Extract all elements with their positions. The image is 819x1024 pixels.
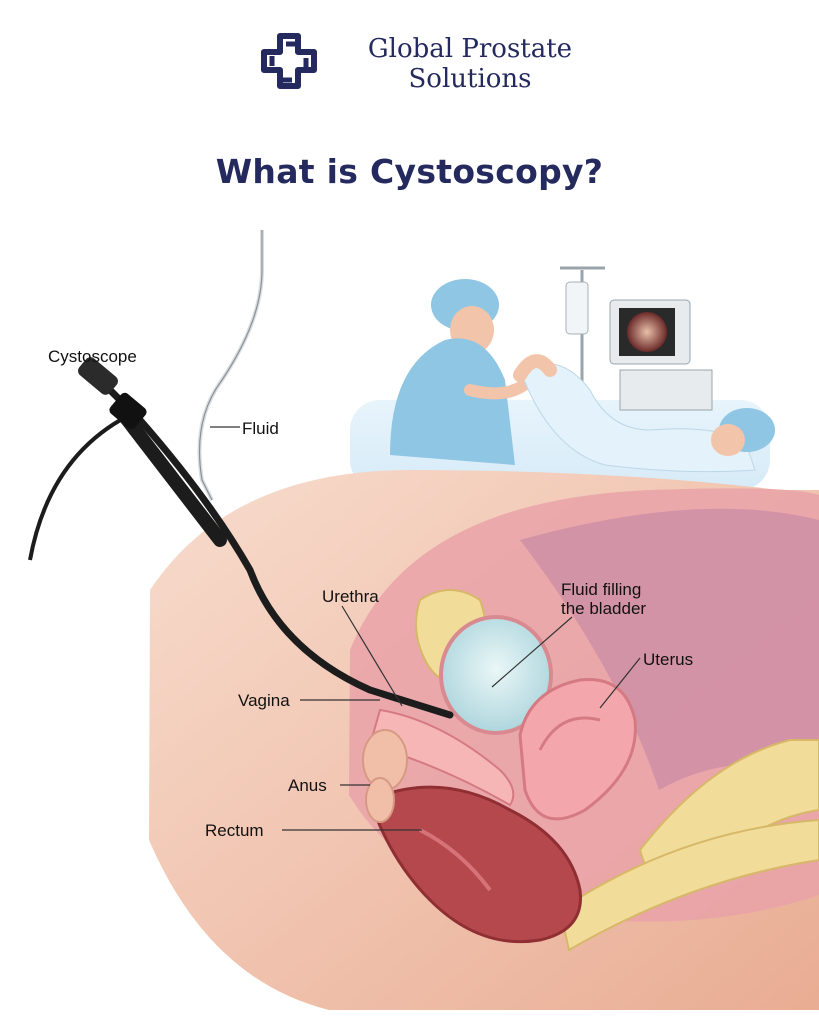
procedure-scene	[350, 266, 775, 490]
page-title: What is Cystoscopy?	[215, 152, 604, 191]
label-fluid-filling-line2: the bladder	[561, 599, 646, 618]
label-uterus: Uterus	[643, 650, 693, 669]
patient	[513, 354, 775, 473]
brand-name-line1: Global Prostate	[367, 34, 573, 64]
brand-name-line2: Solutions	[408, 64, 532, 94]
vagina	[368, 708, 515, 807]
surgeon	[390, 279, 536, 465]
label-fluid-filling-line1: Fluid filling	[561, 580, 641, 599]
label-urethra: Urethra	[322, 587, 379, 606]
cystoscopy-illustration: Cystoscope Fluid Urethra Fluid filling t…	[28, 230, 819, 1010]
pelvic-cross-section	[149, 470, 819, 1010]
label-vagina: Vagina	[238, 691, 290, 710]
brand-header: Global Prostate Solutions	[258, 30, 588, 100]
label-cystoscope: Cystoscope	[48, 347, 137, 366]
monitor	[609, 299, 713, 411]
uterus	[518, 678, 637, 821]
cross-logo-icon	[261, 33, 317, 89]
label-anus: Anus	[288, 776, 327, 795]
leader-lines	[210, 426, 641, 831]
rectum	[368, 785, 582, 944]
cystoscope	[28, 357, 454, 719]
label-rectum: Rectum	[205, 821, 264, 840]
brand-name: Global Prostate Solutions	[340, 34, 600, 94]
fluid-tube	[197, 230, 264, 501]
bladder	[439, 615, 553, 735]
label-fluid: Fluid	[242, 419, 279, 438]
